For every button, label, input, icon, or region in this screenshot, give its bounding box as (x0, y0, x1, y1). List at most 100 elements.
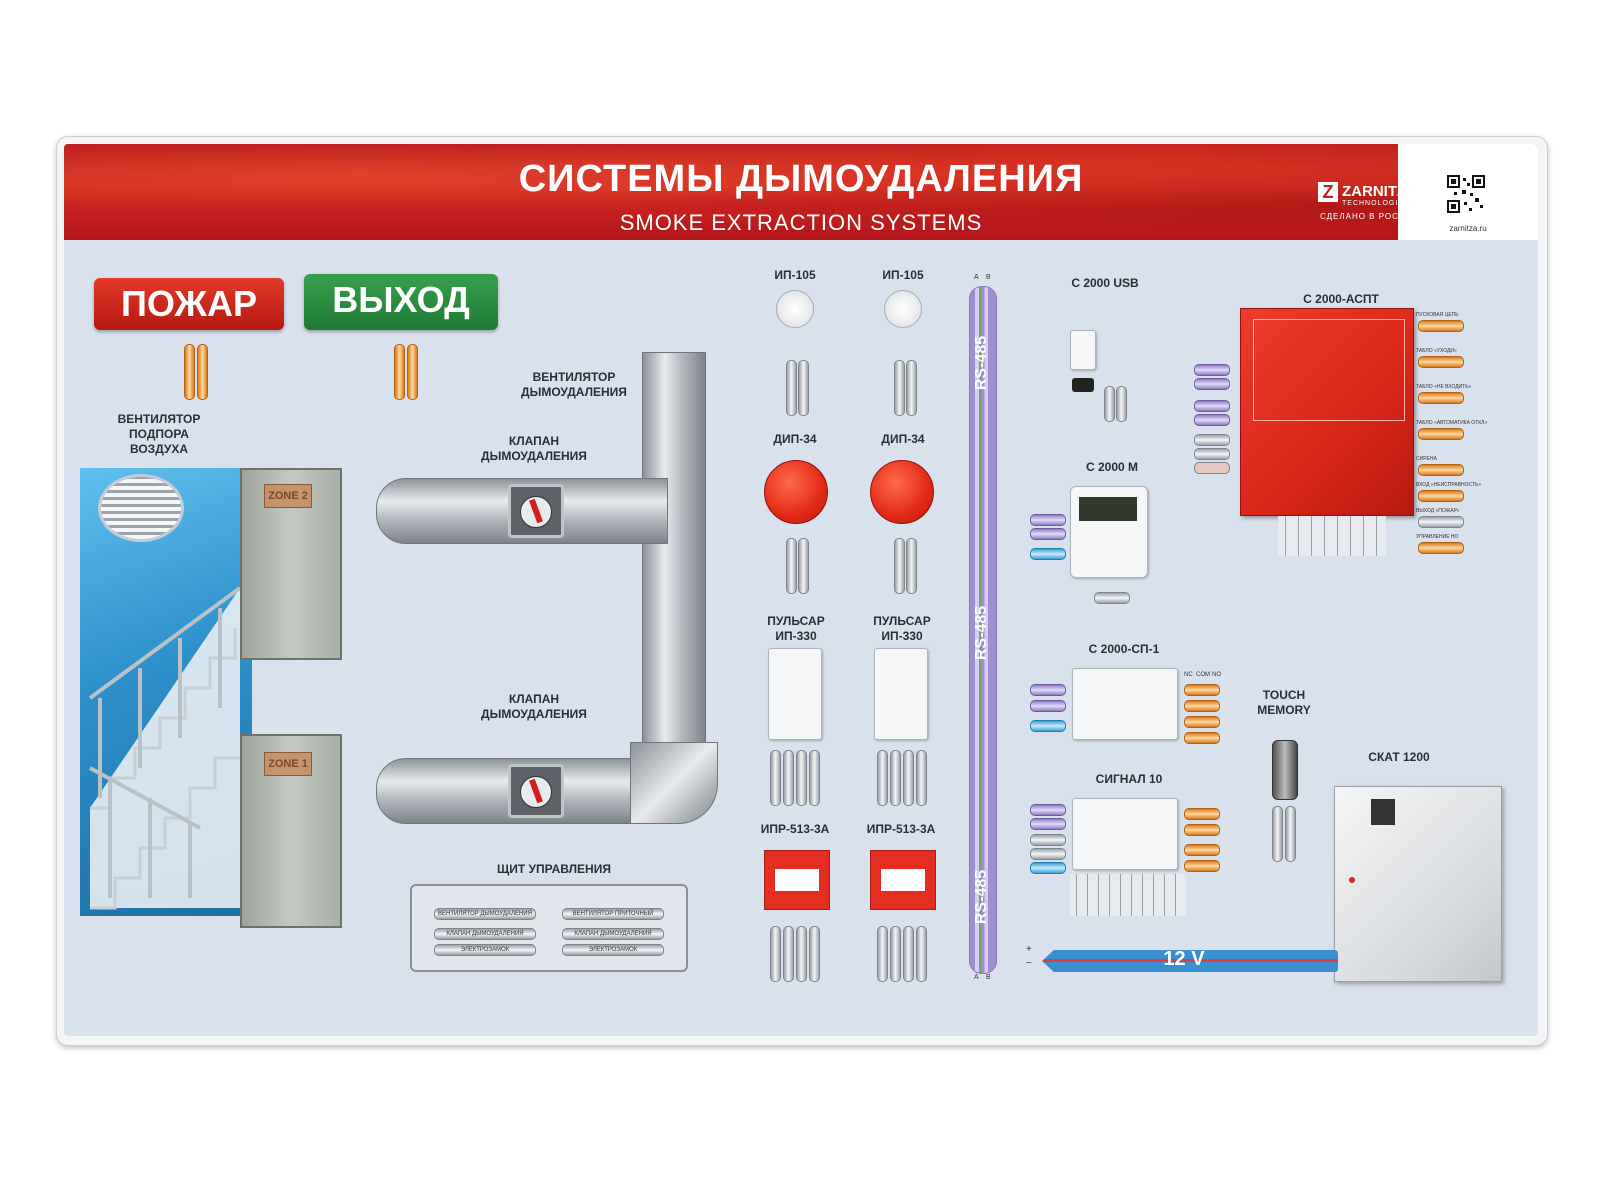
terminal (1184, 824, 1220, 836)
control-panel: ВЕНТИЛЯТОР ДЫМОУДАЛЕНИЯ ВЕНТИЛЯТОР ПРИТО… (410, 884, 688, 972)
terminal (903, 750, 914, 806)
terminal (877, 750, 888, 806)
terminal (809, 926, 820, 982)
exit-sign: ВЫХОД (304, 274, 498, 330)
lock-1-button[interactable]: ЭЛЕКТРОЗАМОК (434, 944, 536, 956)
terminal (1030, 514, 1066, 526)
terminal (906, 360, 917, 416)
ipr-label-b: ИПР-513-3А (866, 822, 936, 836)
touch-memory-label: TOUCH MEMORY (1257, 688, 1311, 717)
bus-b-bottom: B (986, 974, 991, 981)
terminal (877, 926, 888, 982)
power-voltage: 12 V (1163, 948, 1205, 970)
bus-label-mid: RS-485 (973, 605, 990, 661)
aspt-output-terminal (1418, 392, 1464, 404)
brand-tagline: TECHNOLOGIES (1342, 200, 1410, 207)
diagram-panel: СИСТЕМЫ ДЫМОУДАЛЕНИЯ SMOKE EXTRACTION SY… (64, 144, 1538, 1036)
terminal (1184, 808, 1220, 820)
skat-power-supply (1334, 786, 1502, 982)
duct-elbow (630, 742, 718, 824)
signal10-label: СИГНАЛ 10 (1095, 772, 1163, 786)
terminal (1030, 848, 1066, 860)
brand-mark-icon: Z (1318, 182, 1338, 202)
terminal (1194, 462, 1230, 474)
fan-smoke-button[interactable]: ВЕНТИЛЯТОР ДЫМОУДАЛЕНИЯ (434, 908, 536, 920)
terminal (1194, 378, 1230, 390)
ip105-label-a: ИП-105 (774, 268, 816, 282)
ipr-call-point-b (870, 850, 936, 910)
aspt-output-label: СИРЕНА (1416, 456, 1437, 462)
valve-2-button[interactable]: КЛАПАН ДЫМОУДАЛЕНИЯ (562, 928, 664, 940)
power-plus: + (1026, 944, 1032, 955)
aspt-output-label: ТАБЛО «АВТОМАТИКА ОТКЛ» (1416, 420, 1488, 426)
ipr-call-point-a (764, 850, 830, 910)
terminal (1116, 386, 1127, 422)
stairwell (80, 468, 252, 916)
terminal (1184, 700, 1220, 712)
terminal (1184, 716, 1220, 728)
terminal (1194, 448, 1230, 460)
terminal (1030, 804, 1066, 816)
terminal (1272, 806, 1283, 862)
lock-2-button[interactable]: ЭЛЕКТРОЗАМОК (562, 944, 664, 956)
terminal (890, 750, 901, 806)
valve-1-button[interactable]: КЛАПАН ДЫМОУДАЛЕНИЯ (434, 928, 536, 940)
terminal (770, 750, 781, 806)
aspt-output-terminal (1418, 516, 1464, 528)
aspt-output-terminal (1418, 464, 1464, 476)
terminal (1184, 732, 1220, 744)
relay-nc-label: NC (1184, 672, 1193, 678)
terminal (798, 360, 809, 416)
aspt-output-label: ВХОД «НЕИСПРАВНОСТЬ» (1416, 482, 1482, 488)
zone-plate: ZONE 2 (264, 484, 312, 508)
relay-com-label: COM (1196, 672, 1210, 678)
terminal (1030, 862, 1066, 874)
terminal (809, 750, 820, 806)
terminal (1194, 400, 1230, 412)
qr-block: zarnitza.ru (1398, 144, 1538, 240)
c2000sp1-label: С 2000-СП-1 (1088, 642, 1160, 656)
vertical-duct (642, 352, 706, 784)
aspt-output-terminal (1418, 320, 1464, 332)
terminal (1030, 720, 1066, 732)
door-zone-2: ZONE 2 (240, 468, 342, 660)
terminal (786, 360, 797, 416)
terminal (783, 750, 794, 806)
page-subtitle: SMOKE EXTRACTION SYSTEMS (619, 210, 983, 235)
terminal (906, 538, 917, 594)
door-zone-1: ZONE 1 (240, 734, 342, 928)
terminal (1030, 528, 1066, 540)
c2000usb-label: С 2000 USB (1071, 276, 1139, 290)
aspt-output-label: ТАБЛО «НЕ ВХОДИТЬ» (1416, 384, 1472, 390)
site-url: zarnitza.ru (1449, 224, 1487, 233)
pulsar-detector-a (768, 648, 822, 740)
ip105-detector-a (776, 290, 814, 328)
terminal (1184, 844, 1220, 856)
page-title: СИСТЕМЫ ДЫМОУДАЛЕНИЯ (518, 158, 1084, 200)
terminal (786, 538, 797, 594)
dip34-detector-a (764, 460, 828, 524)
bus-a-top: A (974, 274, 979, 281)
c2000sp1-module (1072, 668, 1178, 740)
pulsar-label-a: ПУЛЬСАР ИП-330 (767, 614, 825, 643)
terminal (394, 344, 405, 400)
terminal (1030, 700, 1066, 712)
bus-a-bottom: A (974, 974, 979, 981)
aspt-output-label: ТАБЛО «УХОДИ» (1416, 348, 1457, 354)
terminal (916, 750, 927, 806)
terminal (916, 926, 927, 982)
ipr-label-a: ИПР-513-3А (760, 822, 830, 836)
bus-label-bottom: RS-485 (973, 869, 990, 925)
terminal (1030, 548, 1066, 560)
aspt-output-label: УПРАВЛЕНИЕ НО (1416, 534, 1459, 540)
bus-label-top: RS-485 (973, 335, 990, 391)
terminal (1030, 834, 1066, 846)
fan-supply-button[interactable]: ВЕНТИЛЯТОР ПРИТОЧНЫЙ (562, 908, 664, 920)
power-minus: − (1026, 958, 1032, 969)
terminal (783, 926, 794, 982)
header-banner: СИСТЕМЫ ДЫМОУДАЛЕНИЯ SMOKE EXTRACTION SY… (64, 144, 1538, 240)
terminal (1104, 386, 1115, 422)
aspt-output-label: ПУСКОВАЯ ЦЕПЬ (1416, 312, 1459, 318)
terminal (1194, 434, 1230, 446)
aspt-output-terminal (1418, 542, 1464, 554)
